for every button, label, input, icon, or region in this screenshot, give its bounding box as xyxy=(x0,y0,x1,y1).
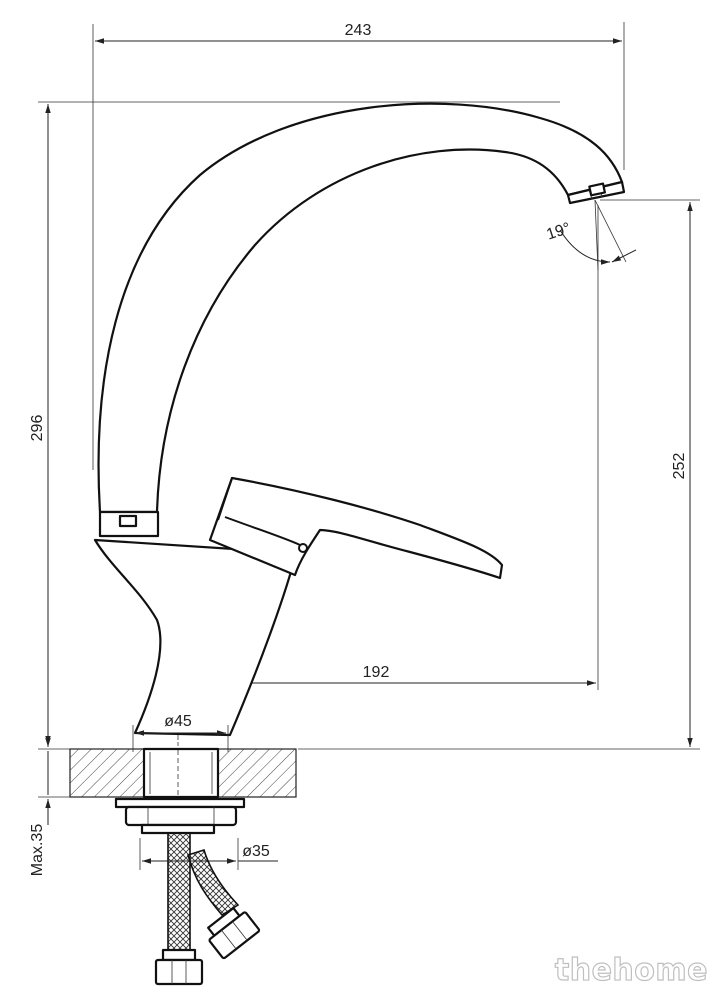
outlet-height-dimension: 252 xyxy=(298,199,700,750)
outlet-height-label: 252 xyxy=(671,453,688,480)
width-dimension: 243 xyxy=(92,22,625,470)
spout xyxy=(97,102,626,538)
watermark-logo: thehome xyxy=(555,953,708,988)
countertop-label: Max.35 xyxy=(29,824,46,877)
hose-diameter-dimension: ø35 xyxy=(139,838,278,870)
height-label: 296 xyxy=(29,415,46,442)
width-label: 243 xyxy=(345,22,372,39)
lever-handle xyxy=(208,476,504,580)
base-diameter-dimension: ø45 xyxy=(132,713,229,760)
flexible-hoses xyxy=(154,832,261,986)
faucet-body xyxy=(93,538,298,737)
mounting-shank xyxy=(114,747,246,835)
angle-label: 19° xyxy=(544,220,572,244)
height-dimension: 296 xyxy=(29,101,560,745)
hose-diameter-label: ø35 xyxy=(242,843,270,860)
base-diameter-label: ø45 xyxy=(164,713,192,730)
countertop-dimension: Max.35 xyxy=(29,720,110,876)
reach-label: 192 xyxy=(363,664,390,681)
countertop xyxy=(69,748,297,798)
angle-dimension: 19° xyxy=(544,199,637,271)
